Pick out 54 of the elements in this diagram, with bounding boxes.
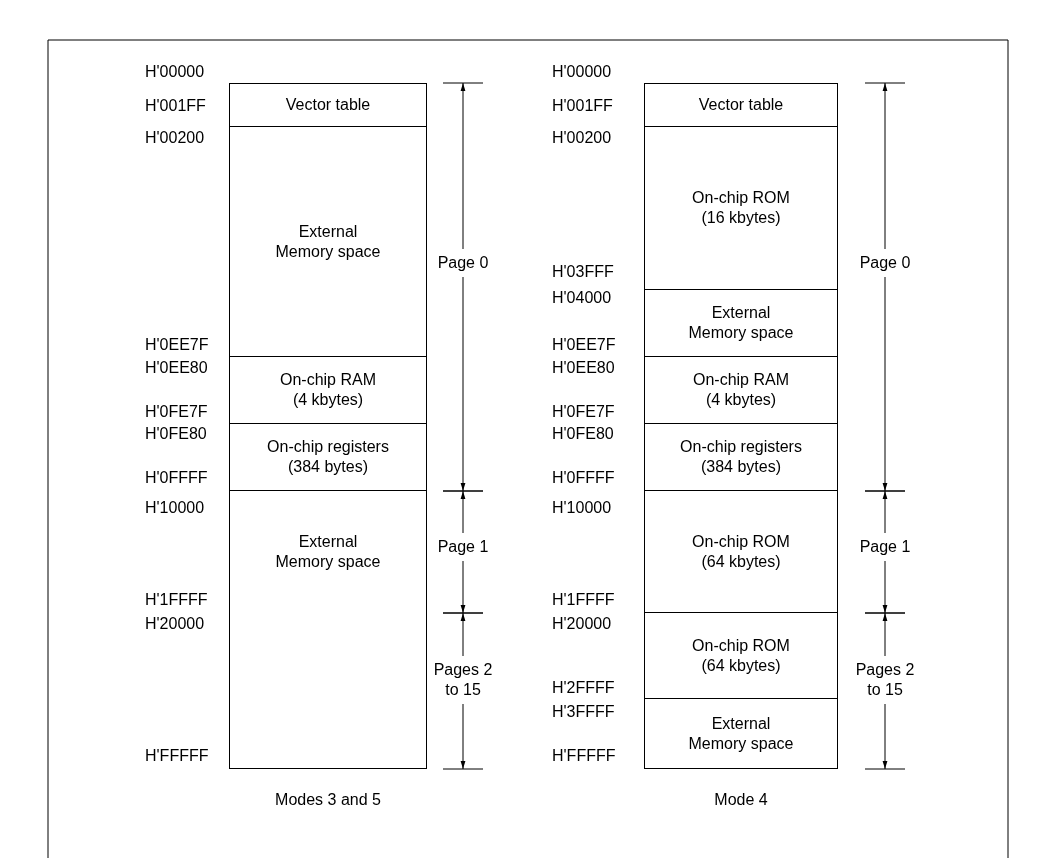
memory-region (644, 698, 838, 769)
address-label: H'0EE80 (145, 358, 208, 378)
memory-region (229, 356, 427, 424)
address-label: H'03FFF (552, 262, 614, 282)
address-label: H'0FE7F (145, 402, 208, 422)
region-label: On-chip RAM (4 kbytes) (279, 370, 377, 410)
address-label: H'0FFFF (552, 468, 615, 488)
memory-region (644, 423, 838, 491)
region-label: On-chip ROM (64 kbytes) (691, 531, 791, 572)
memory-region (644, 612, 838, 699)
address-label: H'10000 (552, 498, 612, 518)
address-label: H'0FE80 (145, 424, 207, 444)
region-label: On-chip registers (384 bytes) (266, 437, 390, 477)
region-label: Vector table (698, 95, 784, 115)
memory-region (229, 126, 427, 357)
address-label: H'001FF (145, 96, 206, 116)
address-label: H'1FFFF (145, 590, 208, 610)
address-label: H'0FE80 (552, 424, 614, 444)
region-label: On-chip ROM (64 kbytes) (691, 635, 791, 676)
region-label: External Memory space (274, 221, 382, 262)
memory-region (229, 83, 427, 127)
address-label: H'04000 (552, 288, 612, 308)
address-label: H'FFFFF (552, 746, 616, 766)
address-label: H'3FFFF (552, 702, 615, 722)
address-label: H'2FFFF (552, 678, 615, 698)
address-label: H'20000 (145, 614, 205, 634)
memory-region (644, 490, 838, 613)
address-label: H'0EE80 (552, 358, 615, 378)
address-label: H'20000 (552, 614, 612, 634)
region-label: External Memory space (687, 713, 795, 754)
address-label: H'00200 (145, 128, 205, 148)
region-label: Vector table (285, 95, 371, 115)
address-label: H'0EE7F (552, 335, 616, 355)
address-label: H'00200 (552, 128, 612, 148)
address-label: H'0EE7F (145, 335, 209, 355)
region-label: External Memory space (687, 303, 795, 343)
memory-region (229, 490, 427, 769)
address-label: H'001FF (552, 96, 613, 116)
address-label: H'10000 (145, 498, 205, 518)
region-label: On-chip registers (384 bytes) (679, 437, 803, 477)
address-label: H'00000 (552, 62, 612, 82)
address-label: H'1FFFF (552, 590, 615, 610)
memory-region (229, 423, 427, 491)
address-label: H'FFFFF (145, 746, 209, 766)
address-label: H'00000 (145, 62, 205, 82)
region-label: External Memory space (274, 531, 382, 572)
address-label: H'0FE7F (552, 402, 615, 422)
memory-region (644, 126, 838, 290)
address-label: H'0FFFF (145, 468, 208, 488)
memory-region (644, 83, 838, 127)
region-label: On-chip RAM (4 kbytes) (692, 370, 790, 410)
region-label: On-chip ROM (16 kbytes) (691, 188, 791, 228)
memory-region (644, 289, 838, 357)
memory-region (644, 356, 838, 424)
